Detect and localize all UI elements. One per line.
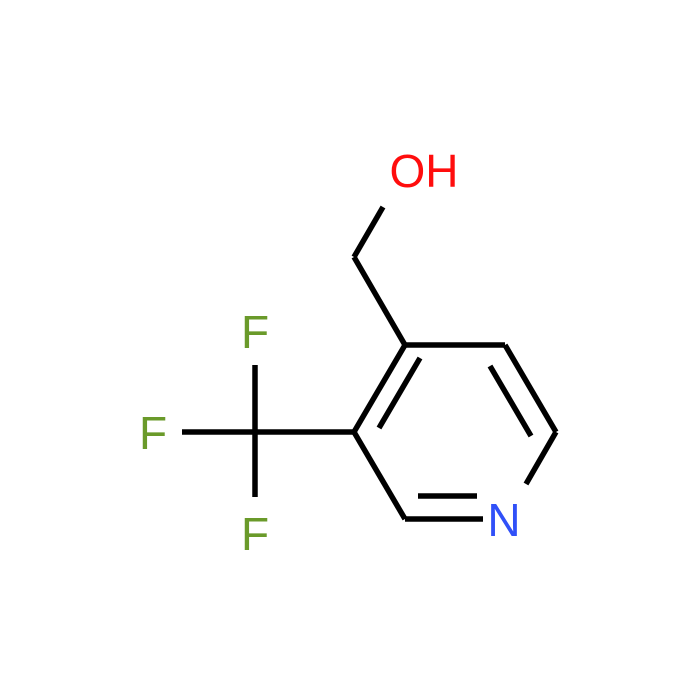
- bond-c5-c6-inner: [487, 364, 534, 438]
- atom-label-oh: OH: [390, 145, 459, 197]
- atom-labels: OH N F F F: [139, 145, 521, 560]
- atom-label-f-bottom: F: [241, 508, 269, 560]
- atom-label-f-left: F: [139, 407, 167, 459]
- bond-c3-c4: [351, 343, 408, 434]
- bond-c6-n: [523, 430, 559, 486]
- bond-ch2-c4: [351, 255, 408, 347]
- atom-label-n: N: [487, 494, 520, 546]
- atom-label-f-top: F: [241, 306, 269, 358]
- bond-c2-c3: [351, 430, 408, 521]
- bond-c5-c6: [502, 343, 559, 434]
- bond-c3-c4-inner: [376, 356, 423, 430]
- bonds: [182, 205, 559, 522]
- bond-oh-ch2: [351, 205, 386, 259]
